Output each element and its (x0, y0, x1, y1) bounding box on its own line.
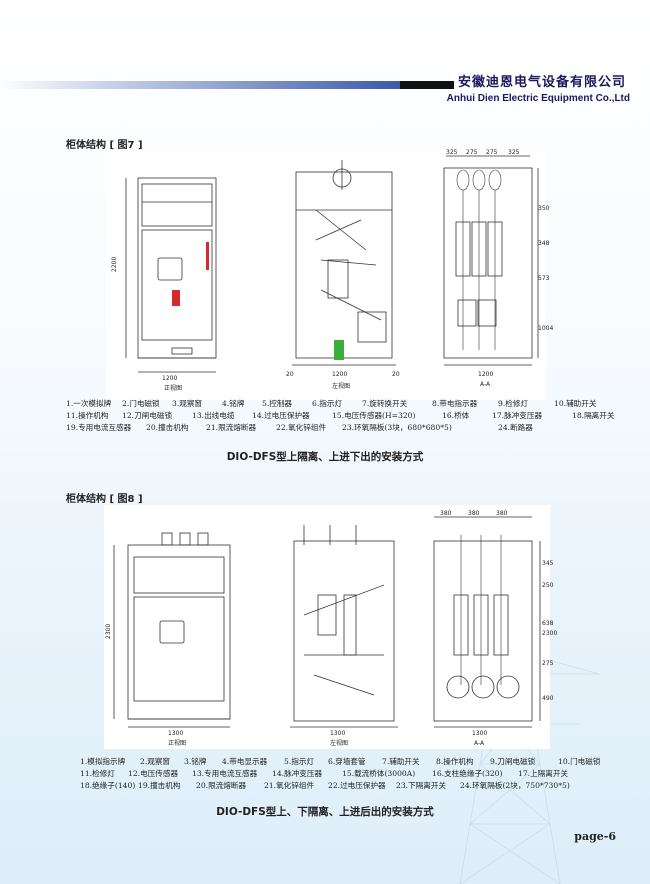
fig8-front-height: 2300 (105, 624, 112, 639)
fig8-top-dim-2: 380 (468, 510, 480, 517)
fig7-right-dim-1: 350 (538, 205, 550, 212)
fig8-section-width: 1300 (472, 730, 487, 737)
fig8-top-dim-3: 380 (496, 510, 508, 517)
fig7-front-cabinet (137, 177, 217, 359)
fig8-side-label: 左视图 (330, 739, 348, 747)
fig7-top-dim-3: 275 (486, 149, 498, 156)
fig7-top-dim-2: 275 (466, 149, 478, 156)
page-number: page-6 (574, 830, 616, 843)
fig7-green-component (334, 340, 344, 360)
section2-caption: DIO-DFS型上、下隔离、上进后出的安装方式 (216, 806, 434, 818)
header-stripe-left (0, 81, 400, 89)
fig8-side-cabinet (293, 540, 395, 722)
fig7-side-label: 左视图 (332, 382, 350, 390)
fig7-top-dim-4: 325 (508, 149, 520, 156)
fig7-right-dim-4: 1004 (538, 325, 553, 332)
fig7-section-width: 1200 (478, 371, 493, 378)
fig7-side-dim-right: 20 (392, 371, 400, 378)
fig7-front-width: 1200 (162, 375, 177, 382)
figure8-drawings: 1300 正视图 2300 1300 左视图 1300 A-A 380 380 … (104, 505, 557, 749)
fig8-front-label: 正视图 (168, 739, 186, 747)
fig7-front-height: 2200 (111, 257, 118, 272)
fig8-side-width: 1300 (330, 730, 345, 737)
fig8-right-dim-3: 638 (542, 620, 554, 627)
fig8-right-dim-1: 345 (542, 560, 554, 567)
fig7-front-label: 正视图 (164, 384, 182, 392)
fig8-right-dim-4: 275 (542, 660, 554, 667)
fig7-side-dim-left: 20 (286, 371, 294, 378)
fig8-right-dim-2: 250 (542, 582, 554, 589)
fig8-right-dim-5: 490 (542, 695, 554, 702)
company-name-en: Anhui Dien Electric Equipment Co.,Ltd (446, 93, 630, 104)
section2-title: 柜体结构 [ 图8 ] (66, 494, 143, 505)
page-header: 安徽迪恩电气设备有限公司 Anhui Dien Electric Equipme… (0, 66, 650, 116)
figure7-drawings: 1200 正视图 2200 1200 20 20 左视图 1200 A-A 32… (106, 149, 553, 400)
fig8-front-cabinet (127, 544, 231, 720)
fig7-section-cabinet (443, 167, 533, 359)
fig8-section-label: A-A (474, 740, 485, 747)
section1-caption: DIO-DFS型上隔离、上进下出的安装方式 (226, 451, 424, 463)
company-name-cn: 安徽迪恩电气设备有限公司 (453, 71, 630, 90)
fig7-top-dim-1: 325 (446, 149, 458, 156)
fig8-top-dim-1: 380 (440, 510, 452, 517)
fig7-section-label: A-A (480, 381, 491, 388)
fig7-side-width: 1200 (332, 371, 347, 378)
section1-title: 柜体结构 [ 图7 ] (66, 140, 143, 151)
fig7-side-cabinet (295, 171, 393, 359)
fig7-red-component (172, 290, 180, 306)
fig8-section-cabinet (433, 540, 533, 722)
fig7-right-dim-3: 573 (538, 275, 550, 282)
fig8-total-height: 2300 (542, 630, 557, 637)
fig7-right-dim-2: 348 (538, 240, 550, 247)
fig8-front-width: 1300 (168, 730, 183, 737)
